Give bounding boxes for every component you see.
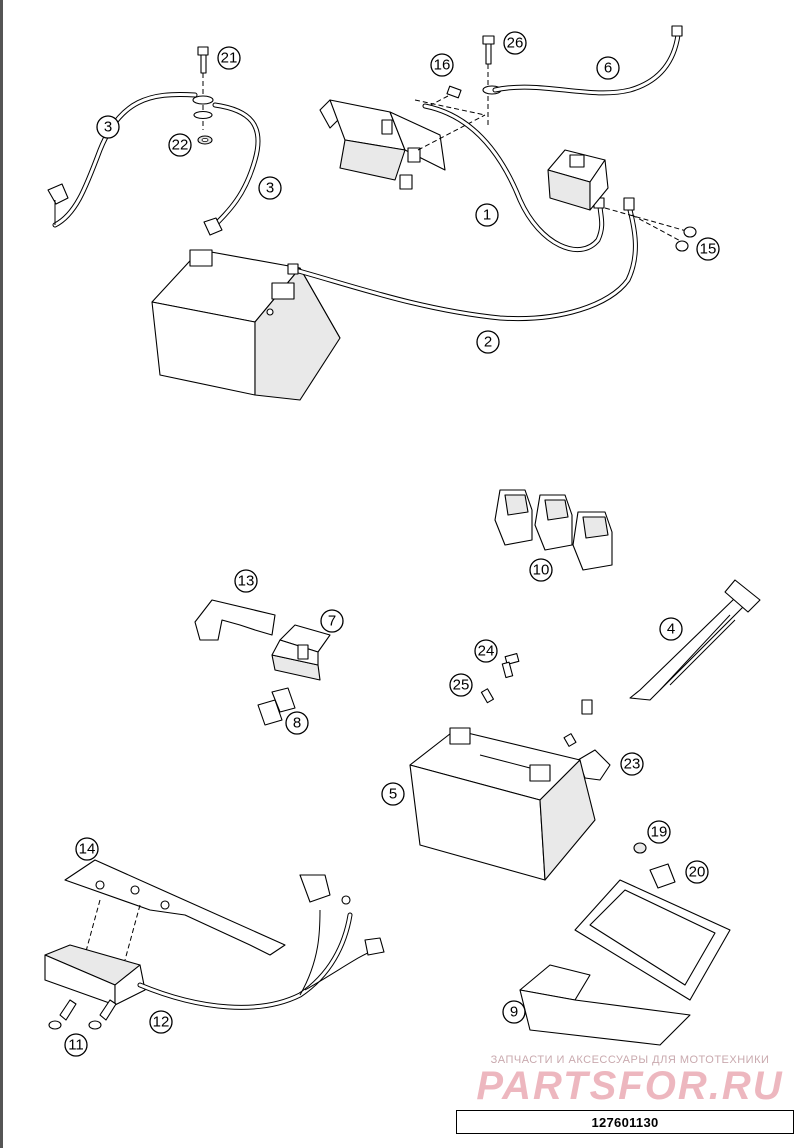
callout-22-label: 22 xyxy=(172,137,189,154)
callout-13: 13 xyxy=(234,569,258,593)
callout-1: 1 xyxy=(475,203,499,227)
callout-7-label: 7 xyxy=(328,613,336,630)
callout-9-label: 9 xyxy=(510,1004,518,1021)
battery-strap-4 xyxy=(629,579,761,701)
washer-22 xyxy=(197,135,213,145)
watermark-caption: ЗАПЧАСТИ И АКСЕССУАРЫ ДЛЯ МОТОТЕХНИКИ xyxy=(490,1054,770,1066)
callout-19: 19 xyxy=(647,820,671,844)
callout-21: 23 xyxy=(620,752,644,776)
screw-19 xyxy=(633,842,647,854)
callout-10: 10 xyxy=(529,558,553,582)
callout-11: 11 xyxy=(64,1033,88,1057)
callout-1-label: 1 xyxy=(483,207,491,224)
callout-12-label: 12 xyxy=(153,1014,170,1031)
callout-15-label: 15 xyxy=(700,241,717,258)
watermark-logo: PARTSFOR.RU xyxy=(476,1064,784,1108)
callout-4-label: 4 xyxy=(667,621,675,638)
starter-cable-2 xyxy=(287,197,638,322)
callout-13-label: 13 xyxy=(238,573,255,590)
callout-4: 4 xyxy=(659,617,683,641)
callout-5-label: 5 xyxy=(389,786,397,803)
clip-20 xyxy=(649,863,676,889)
starter-relay-7 xyxy=(271,624,331,681)
callout-8-label: 8 xyxy=(293,715,301,732)
screw-23 xyxy=(501,653,520,679)
bolt-26 xyxy=(482,35,502,125)
callout-15: 15 xyxy=(696,237,720,261)
battery-tray-9 xyxy=(519,879,731,1046)
callout-20-label: 20 xyxy=(689,864,706,881)
callout-9: 9 xyxy=(502,1000,526,1024)
callout-3b-label: 3 xyxy=(266,180,274,197)
reference-number-box: 127601130 xyxy=(456,1110,794,1134)
callout-21-label: 23 xyxy=(624,756,641,773)
callout-23-label: 24 xyxy=(478,643,495,660)
callout-25: 25 xyxy=(449,673,473,697)
battery-cable-3-left xyxy=(47,91,198,228)
battery-upper xyxy=(151,249,341,401)
callout-25-label: 25 xyxy=(453,677,470,694)
callout-6-label: 6 xyxy=(604,60,612,77)
callout-5: 5 xyxy=(381,782,405,806)
callout-16: 16 xyxy=(430,53,454,77)
screw-and-nut-21 xyxy=(563,699,611,781)
callout-12: 12 xyxy=(149,1010,173,1034)
callout-2: 2 xyxy=(476,330,500,354)
callout-2-label: 2 xyxy=(484,334,492,351)
callout-19-label: 19 xyxy=(651,824,668,841)
screws-11 xyxy=(48,999,117,1030)
screws-15 xyxy=(604,207,697,252)
bracket-13 xyxy=(194,599,276,641)
reference-number: 127601130 xyxy=(591,1114,659,1130)
voltage-regulator-12 xyxy=(44,874,385,1010)
callout-26-label: 26 xyxy=(507,35,524,52)
callout-24: 21 xyxy=(217,46,241,70)
callout-22: 22 xyxy=(168,133,192,157)
bolt-24 xyxy=(192,46,214,130)
callout-8: 8 xyxy=(285,711,309,735)
battery-5 xyxy=(409,727,596,881)
callout-24-label: 21 xyxy=(221,50,238,67)
callout-10-label: 10 xyxy=(533,562,550,579)
callout-11-label: 11 xyxy=(68,1037,84,1054)
bolt-16 xyxy=(424,85,462,109)
rubber-holder-8 xyxy=(257,687,296,726)
callout-3a-label: 3 xyxy=(104,119,112,136)
callout-26: 26 xyxy=(503,31,527,55)
callout-20: 20 xyxy=(685,860,709,884)
callout-3b: 3 xyxy=(258,176,282,200)
callout-7: 7 xyxy=(320,609,344,633)
callout-3a: 3 xyxy=(96,115,120,139)
starter-motor xyxy=(319,99,486,190)
callout-14-label: 14 xyxy=(79,841,96,858)
battery-cable-6 xyxy=(492,25,683,96)
mounting-plate-14 xyxy=(64,859,286,961)
battery-cable-3-right xyxy=(203,102,261,236)
callout-6: 6 xyxy=(596,56,620,80)
screw-25 xyxy=(480,688,495,704)
callout-14: 14 xyxy=(75,837,99,861)
callout-16-label: 16 xyxy=(434,57,451,74)
callout-23: 24 xyxy=(474,639,498,663)
frame-edge xyxy=(0,0,3,1148)
starter-relay-upper xyxy=(547,149,609,211)
fuse-holders-10 xyxy=(494,489,613,571)
